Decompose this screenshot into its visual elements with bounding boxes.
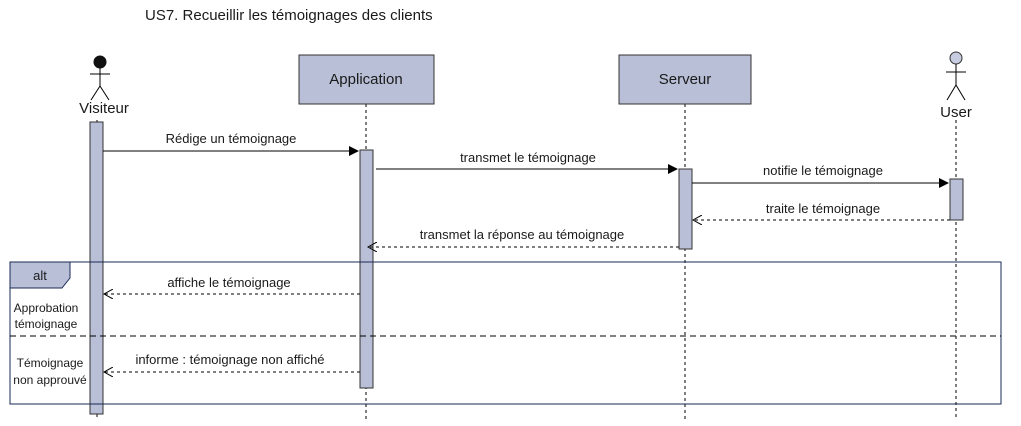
alt-guard-2-line-1: Témoignage [17, 356, 84, 370]
participant-application-label: Application [329, 71, 402, 88]
message-1: Rédige un témoignage [103, 131, 359, 156]
message-3: notifie le témoignage [692, 163, 949, 188]
message-6-label: affiche le témoignage [167, 275, 290, 290]
alt-fragment: alt Approbation témoignage Témoignage no… [9, 261, 1002, 405]
participant-application: Application [298, 54, 435, 105]
message-1-label: Rédige un témoignage [166, 131, 297, 146]
actor-visiteur-label: Visiteur [79, 100, 129, 117]
activation-user [949, 178, 964, 221]
participant-serveur: Serveur [618, 54, 752, 105]
activation-serveur [678, 168, 693, 250]
actor-user: User [940, 51, 972, 121]
alt-operator-tab [9, 261, 71, 289]
message-7: informe : témoignage non affiché [104, 352, 360, 372]
message-2: transmet le témoignage [376, 150, 678, 174]
alt-operator-label: alt [33, 268, 47, 283]
message-3-label: notifie le témoignage [763, 163, 883, 178]
alt-frame [9, 261, 1002, 405]
message-4-label: traite le témoignage [766, 201, 880, 216]
alt-guard-2-line-2: non approuvé [13, 373, 87, 387]
alt-guard-1-line-2: témoignage [15, 317, 78, 331]
actor-visiteur-head [93, 55, 107, 69]
diagram-title: US7. Recueillir les témoignages des clie… [145, 7, 433, 24]
message-2-label: transmet le témoignage [460, 150, 596, 165]
message-7-label: informe : témoignage non affiché [135, 352, 324, 367]
participant-serveur-label: Serveur [659, 71, 712, 88]
message-5-label: transmet la réponse au témoignage [420, 227, 625, 242]
message-5: transmet la réponse au témoignage [368, 227, 679, 247]
actor-visiteur: Visiteur [79, 55, 129, 117]
activation-visiteur [89, 121, 104, 415]
activation-application [359, 149, 374, 389]
actor-user-head [949, 51, 963, 65]
message-4: traite le témoignage [693, 201, 950, 220]
alt-guard-1-line-1: Approbation [14, 301, 79, 315]
message-6: affiche le témoignage [104, 275, 360, 294]
actor-user-label: User [940, 104, 972, 121]
